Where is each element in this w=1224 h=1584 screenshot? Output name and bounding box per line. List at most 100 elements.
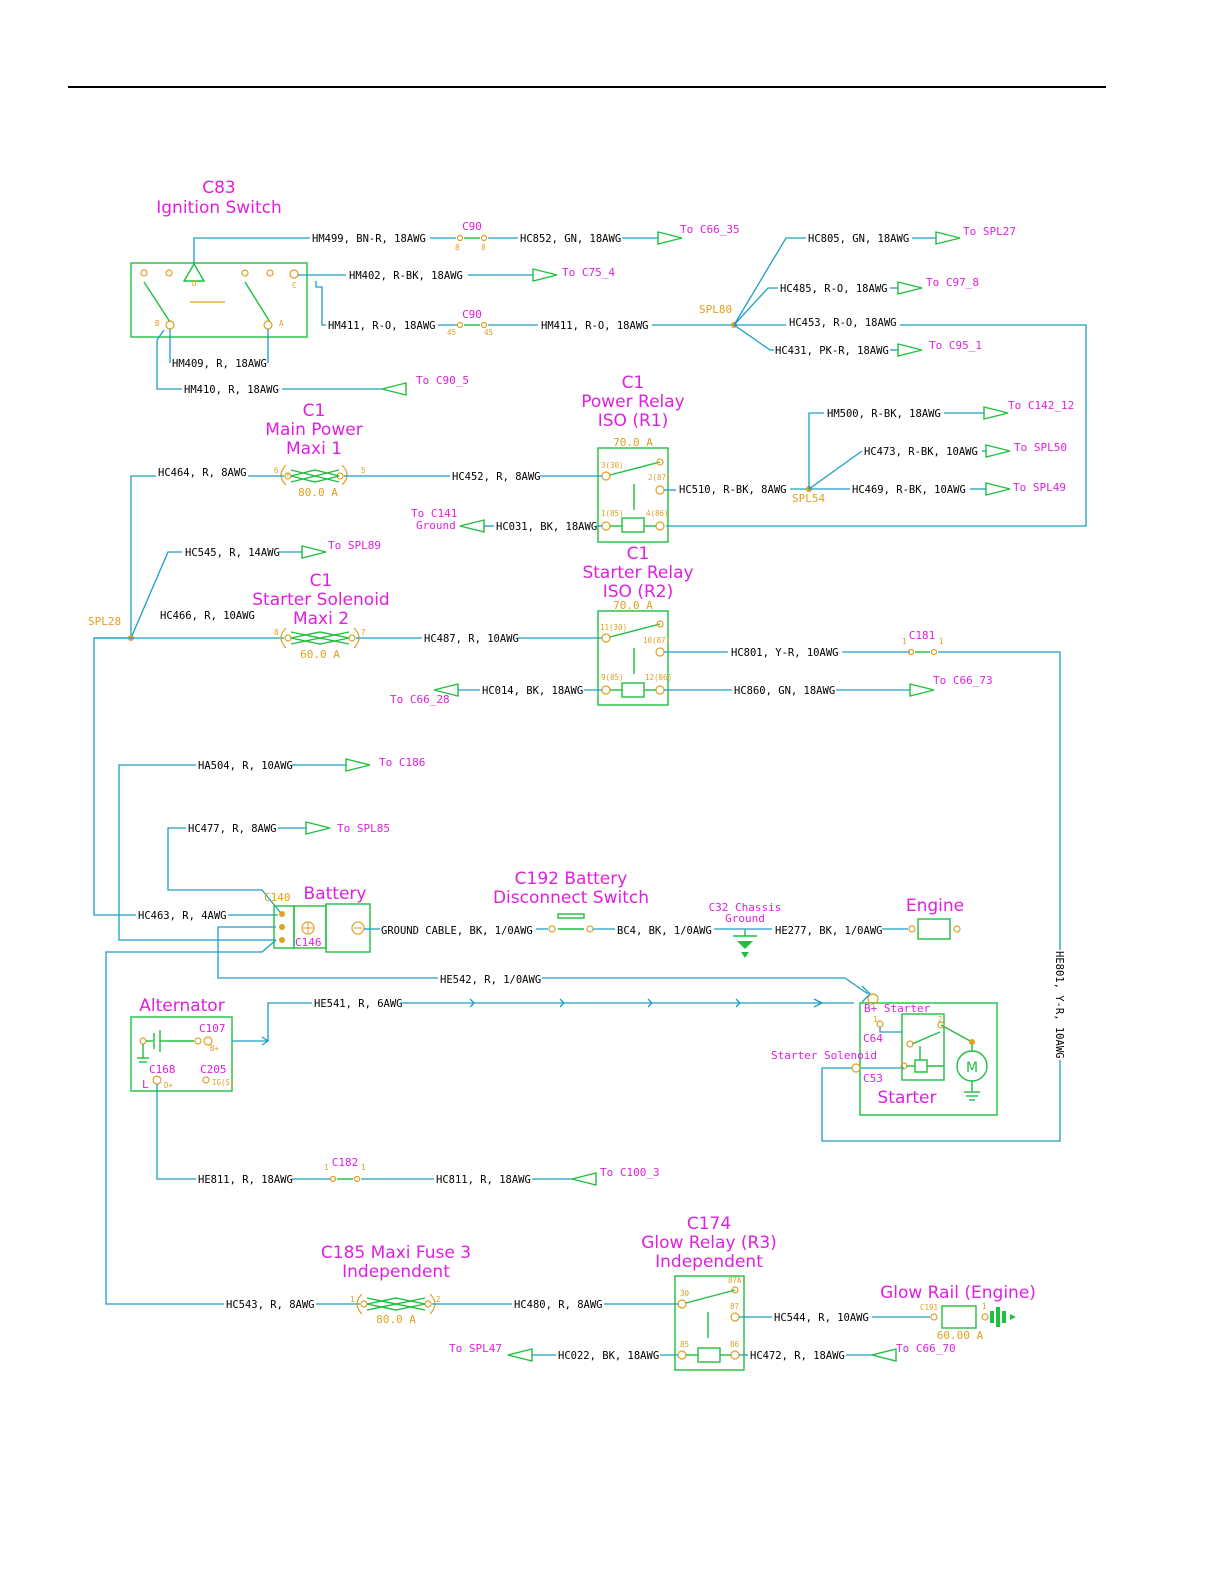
svg-text:2(87): 2(87)	[648, 473, 671, 482]
arrow-spl50	[985, 444, 1011, 458]
svg-text:C182: C182	[332, 1156, 359, 1169]
svg-text:Alternator: Alternator	[139, 996, 224, 1016]
wire-hc811: HC811, R, 18AWG	[436, 1174, 531, 1186]
alternator: Alternator C107 B+ C168 C205 L D+ IG(S)	[130, 996, 235, 1092]
svg-text:45: 45	[484, 328, 493, 337]
wire-hm500: HM500, R-BK, 18AWG	[827, 408, 941, 420]
wire-hc545: HC545, R, 14AWG	[185, 547, 280, 559]
arrow-c66-70	[871, 1348, 897, 1362]
dest-c66-28: To C66_28	[390, 693, 450, 706]
svg-text:C53: C53	[863, 1072, 883, 1085]
svg-text:C181: C181	[909, 629, 936, 642]
spl80-label: SPL80	[699, 303, 732, 316]
wire-he541: HE541, R, 6AWG	[314, 998, 403, 1010]
arrow-c75-4	[532, 268, 558, 282]
wire-hc487: HC487, R, 10AWG	[424, 633, 519, 645]
dest-c95-1: To C95_1	[929, 339, 982, 352]
wire-hc801: HC801, Y-R, 10AWG	[731, 647, 838, 659]
svg-text:M: M	[966, 1060, 978, 1076]
wire-hc510: HC510, R-BK, 8AWG	[679, 484, 786, 496]
dest-c141: To C141	[411, 507, 457, 520]
wire-hc480: HC480, R, 8AWG	[514, 1299, 603, 1311]
connector-c181: C181 1 1	[902, 629, 944, 656]
dest-c90-5: To C90_5	[416, 374, 469, 387]
svg-text:10(87): 10(87)	[643, 636, 670, 645]
svg-text:Glow Rail (Engine): Glow Rail (Engine)	[880, 1283, 1036, 1303]
starter-solenoid-fuse: C1 Starter Solenoid Maxi 2 8 7 60.0 A	[252, 571, 389, 661]
wire-bc4: BC4, BK, 1/0AWG	[617, 925, 712, 937]
svg-text:30: 30	[680, 1289, 690, 1298]
dest-c75-4: To C75_4	[562, 266, 615, 279]
dest-spl47: To SPL47	[449, 1342, 502, 1355]
dest-c142-12: To C142_12	[1008, 399, 1074, 412]
chassis-ground: C32 Chassis Ground	[709, 901, 782, 958]
svg-text:3(30): 3(30)	[601, 461, 624, 470]
svg-text:C191: C191	[920, 1303, 938, 1312]
wire-hm410: HM410, R, 18AWG	[184, 384, 279, 396]
arrow-spl89	[301, 545, 327, 559]
arrow-spl85	[305, 821, 331, 835]
svg-text:60.00 A: 60.00 A	[937, 1329, 984, 1342]
wire-hc860: HC860, GN, 18AWG	[734, 685, 835, 697]
wire-hc453: HC453, R-O, 18AWG	[789, 317, 896, 329]
ignition-switch: C83 Ignition Switch B A C D	[130, 178, 308, 338]
maxi-fuse-3: C185 Maxi Fuse 3 Independent 1 2 80.0 A	[321, 1243, 471, 1326]
svg-text:80.0 A: 80.0 A	[376, 1313, 416, 1326]
svg-text:Independent: Independent	[655, 1252, 763, 1272]
svg-text:9(85): 9(85)	[601, 673, 624, 682]
svg-text:ISO (R1): ISO (R1)	[598, 411, 668, 431]
svg-text:Glow Relay (R3): Glow Relay (R3)	[641, 1233, 777, 1253]
wire-hc464: HC464, R, 8AWG	[158, 467, 247, 479]
power-relay-r1: C1 Power Relay ISO (R1) 70.0 A 3(30) 2(8…	[581, 373, 685, 543]
connector-c90-top: C90 8 8	[455, 220, 488, 252]
svg-text:C90: C90	[462, 220, 482, 233]
svg-text:11(30): 11(30)	[600, 623, 627, 632]
svg-text:Disconnect Switch: Disconnect Switch	[493, 888, 649, 908]
svg-text:1: 1	[982, 1302, 987, 1311]
svg-text:Starter Solenoid: Starter Solenoid	[771, 1049, 877, 1062]
arrow-c90-5	[381, 382, 407, 396]
dest-c66-70: To C66_70	[896, 1342, 956, 1355]
wire-ha504: HA504, R, 10AWG	[198, 760, 293, 772]
dest-c66-35: To C66_35	[680, 223, 740, 236]
svg-text:1: 1	[939, 637, 944, 646]
arrow-c142-12	[983, 406, 1009, 420]
svg-text:C32 Chassis: C32 Chassis	[709, 901, 782, 914]
ign-pin-d: D	[192, 279, 197, 288]
wire-hc014: HC014, BK, 18AWG	[482, 685, 583, 697]
wire-ground-cable: GROUND CABLE, BK, 1/0AWG	[381, 925, 533, 937]
svg-text:B+ Starter: B+ Starter	[864, 1002, 931, 1015]
svg-text:IG(S): IG(S)	[212, 1078, 235, 1087]
starter-relay-r2: C1 Starter Relay ISO (R2) 70.0 A 11(30) …	[582, 544, 694, 706]
svg-text:1: 1	[873, 1015, 878, 1024]
svg-text:1: 1	[361, 1163, 366, 1172]
engine: Engine	[906, 896, 964, 940]
wire-he801: HE801, Y-R, 10AWG	[1053, 951, 1065, 1058]
svg-text:C140: C140	[264, 891, 291, 904]
wire-hc463: HC463, R, 4AWG	[138, 910, 227, 922]
arrow-spl27	[935, 231, 961, 245]
svg-text:C1: C1	[303, 401, 326, 421]
svg-text:Starter: Starter	[878, 1088, 937, 1108]
svg-text:5: 5	[361, 466, 366, 475]
wire-hc022: HC022, BK, 18AWG	[558, 1350, 659, 1362]
svg-text:D+: D+	[164, 1081, 174, 1090]
arrow-spl49	[985, 482, 1011, 496]
dest-c97-8: To C97_8	[926, 276, 979, 289]
svg-text:L: L	[142, 1078, 149, 1091]
ignition-switch-id: C83	[202, 178, 236, 198]
wire-hm402: HM402, R-BK, 18AWG	[349, 270, 463, 282]
wire-hc852: HC852, GN, 18AWG	[520, 233, 621, 245]
svg-text:Main Power: Main Power	[265, 420, 362, 440]
wire-hc544: HC544, R, 10AWG	[774, 1312, 869, 1324]
ignition-switch-title: Ignition Switch	[156, 198, 281, 218]
wire-hc466: HC466, R, 10AWG	[160, 610, 255, 622]
wire-hc477: HC477, R, 8AWG	[188, 823, 277, 835]
battery-disconnect-switch: C192 Battery Disconnect Switch	[493, 869, 649, 933]
svg-text:C107: C107	[199, 1022, 226, 1035]
wire-hc805: HC805, GN, 18AWG	[808, 233, 909, 245]
svg-text:Power Relay: Power Relay	[581, 392, 685, 412]
svg-text:60.0 A: 60.0 A	[300, 648, 340, 661]
arrow-c66-73	[909, 683, 935, 697]
wire-hc485: HC485, R-O, 18AWG	[780, 283, 887, 295]
